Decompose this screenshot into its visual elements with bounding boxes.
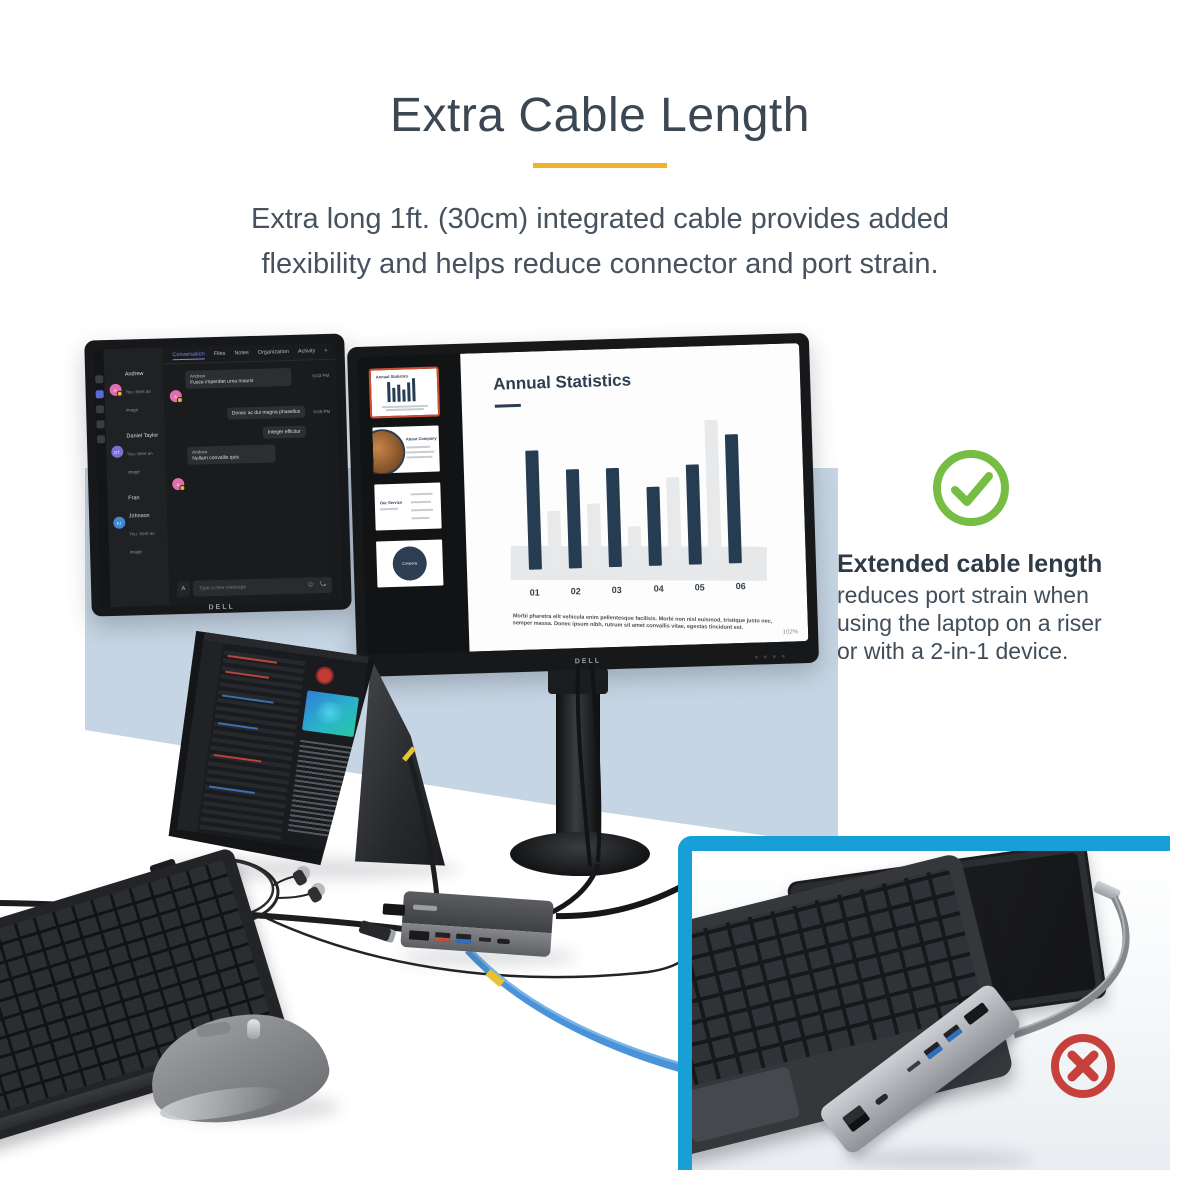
- x-circle-icon: [1051, 1034, 1115, 1098]
- hdmi-port: [408, 930, 430, 941]
- check-circle-icon: [933, 450, 1009, 526]
- inset-photo: [692, 851, 1170, 1170]
- power-plug: [382, 903, 406, 916]
- usb-c-port: [874, 1092, 890, 1106]
- monitor-arm-base: [510, 832, 650, 876]
- inset-border-top: [678, 836, 1170, 851]
- inset-dock-shadow: [842, 1151, 1032, 1167]
- usb-a-port: [942, 1024, 963, 1043]
- usb-c-port: [496, 938, 511, 945]
- callout-line-2: using the laptop on a riser: [837, 610, 1102, 636]
- usb-a-port: [434, 932, 451, 943]
- usb-a-port: [923, 1041, 944, 1060]
- usb-dock: [358, 890, 554, 959]
- tent-laptop: [150, 620, 460, 880]
- dock-logo-mark: [412, 904, 438, 912]
- inset-cable: [1012, 894, 1130, 1039]
- callout-line-3: or with a 2-in-1 device.: [837, 638, 1069, 664]
- subtitle-line-1: Extra long 1ft. (30cm) integrated cable …: [250, 203, 949, 235]
- usb-a-port: [455, 933, 472, 944]
- page-title: Extra Cable Length: [390, 89, 810, 142]
- inset-border-left: [678, 836, 692, 1170]
- title-underline: [533, 163, 667, 168]
- hdmi-port: [963, 1002, 990, 1026]
- callout-heading: Extended cable length: [837, 550, 1103, 578]
- mouse-scroll-wheel: [247, 1019, 261, 1040]
- subtitle-line-2: flexibility and helps reduce connector a…: [261, 248, 939, 280]
- mouse-button-seam: [196, 1020, 232, 1039]
- sd-slot: [478, 937, 492, 943]
- inset-panel: [678, 836, 1170, 1170]
- callout-line-1: reduces port strain when: [837, 582, 1089, 608]
- ethernet-port: [841, 1104, 871, 1133]
- sd-slot: [906, 1060, 922, 1073]
